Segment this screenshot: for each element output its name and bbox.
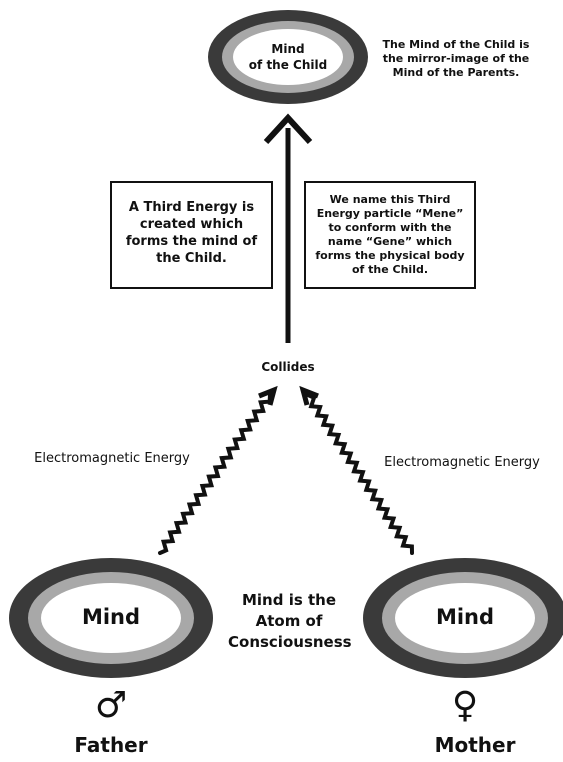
mene-text: We name this Third Energy particle “Mene… [315, 193, 465, 276]
male-symbol-icon: ♂ [94, 685, 128, 726]
energy-left-label: Electromagnetic Energy [34, 451, 190, 466]
atom-of-consciousness-note: Mind is the Atom of Consciousness [228, 591, 352, 651]
mother-label: Mother [434, 733, 516, 757]
upward-arrow [263, 113, 313, 343]
father-label: Father [74, 733, 148, 757]
energy-right-label: Electromagnetic Energy [384, 455, 540, 470]
third-energy-box [110, 181, 273, 289]
left-wave-arrow [158, 385, 278, 555]
collides-label: Collides [261, 360, 315, 374]
third-energy-text: A Third Energy is created which forms th… [125, 200, 258, 266]
child-mirror-note: The Mind of the Child is the mirror-imag… [382, 38, 530, 79]
female-symbol-icon: ♀ [451, 685, 479, 726]
child-mind-label: Mind of the Child [248, 42, 328, 72]
mene-box [304, 181, 476, 289]
father-mind-label: Mind [81, 605, 141, 629]
right-wave-arrow [299, 385, 414, 555]
mother-mind-rings [363, 558, 563, 678]
mother-mind-label: Mind [435, 605, 495, 629]
father-mind-rings [9, 558, 213, 678]
child-mind-rings [208, 10, 368, 104]
